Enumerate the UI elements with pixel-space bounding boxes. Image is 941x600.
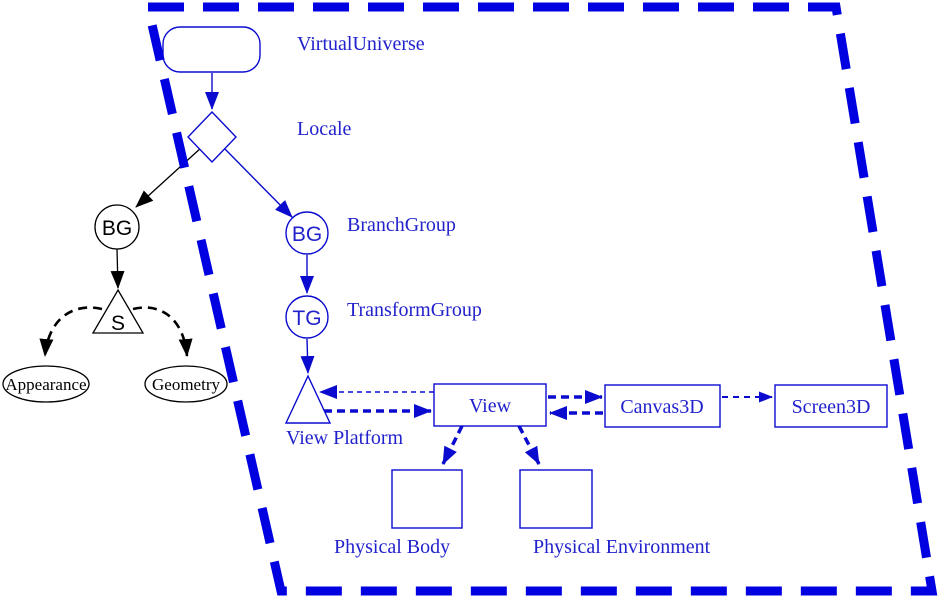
shape3d-letter: S (111, 312, 125, 335)
shape3d-node (91, 288, 145, 334)
branchgroup-label: BranchGroup (347, 214, 456, 236)
edge-transformgroup-to-viewplatform (300, 338, 315, 374)
virtualuniverse-node (162, 26, 261, 73)
view-label: View (469, 395, 512, 417)
physicalbody-label: Physical Body (334, 536, 450, 558)
locale-label: Locale (297, 118, 352, 140)
canvas3d-label: Canvas3D (620, 396, 703, 418)
right-branchgroup-letter: BG (292, 223, 322, 246)
edge-view-to-physicalbody (441, 425, 464, 465)
transformgroup-label: TransformGroup (347, 299, 482, 321)
edge-locale-to-right-branchgroup (223, 147, 293, 218)
transformgroup-letter: TG (292, 307, 321, 330)
appearance-node (2, 365, 90, 403)
physicalbody-node (391, 469, 463, 529)
edge-shape3d-to-geometry (132, 306, 193, 357)
physicalenvironment-node (519, 469, 593, 529)
left-branchgroup-letter: BG (102, 217, 132, 240)
viewplatform-node (284, 374, 332, 424)
geometry-node (144, 365, 228, 403)
appearance-label: Appearance (5, 375, 86, 394)
canvas3d-node (604, 384, 721, 428)
screen3d-node (774, 384, 888, 428)
right-branchgroup-node (285, 211, 329, 255)
locale-node (187, 110, 237, 164)
viewplatform-label: View Platform (286, 427, 404, 449)
edge-locale-to-left-branchgroup (135, 146, 203, 208)
physicalenvironment-label: Physical Environment (533, 536, 711, 558)
screen3d-label: Screen3D (792, 396, 871, 418)
edge-shape3d-to-appearance (39, 306, 103, 357)
transformgroup-node (285, 295, 329, 339)
left-branchgroup-node (94, 204, 140, 250)
geometry-label: Geometry (152, 375, 220, 394)
virtualuniverse-label: VirtualUniverse (297, 33, 425, 55)
view-node (433, 383, 547, 427)
edge-branchgroup-to-shape3d (110, 248, 125, 289)
edge-view-to-physicalenvironment (517, 425, 541, 465)
universe-boundary-border (142, 2, 938, 596)
